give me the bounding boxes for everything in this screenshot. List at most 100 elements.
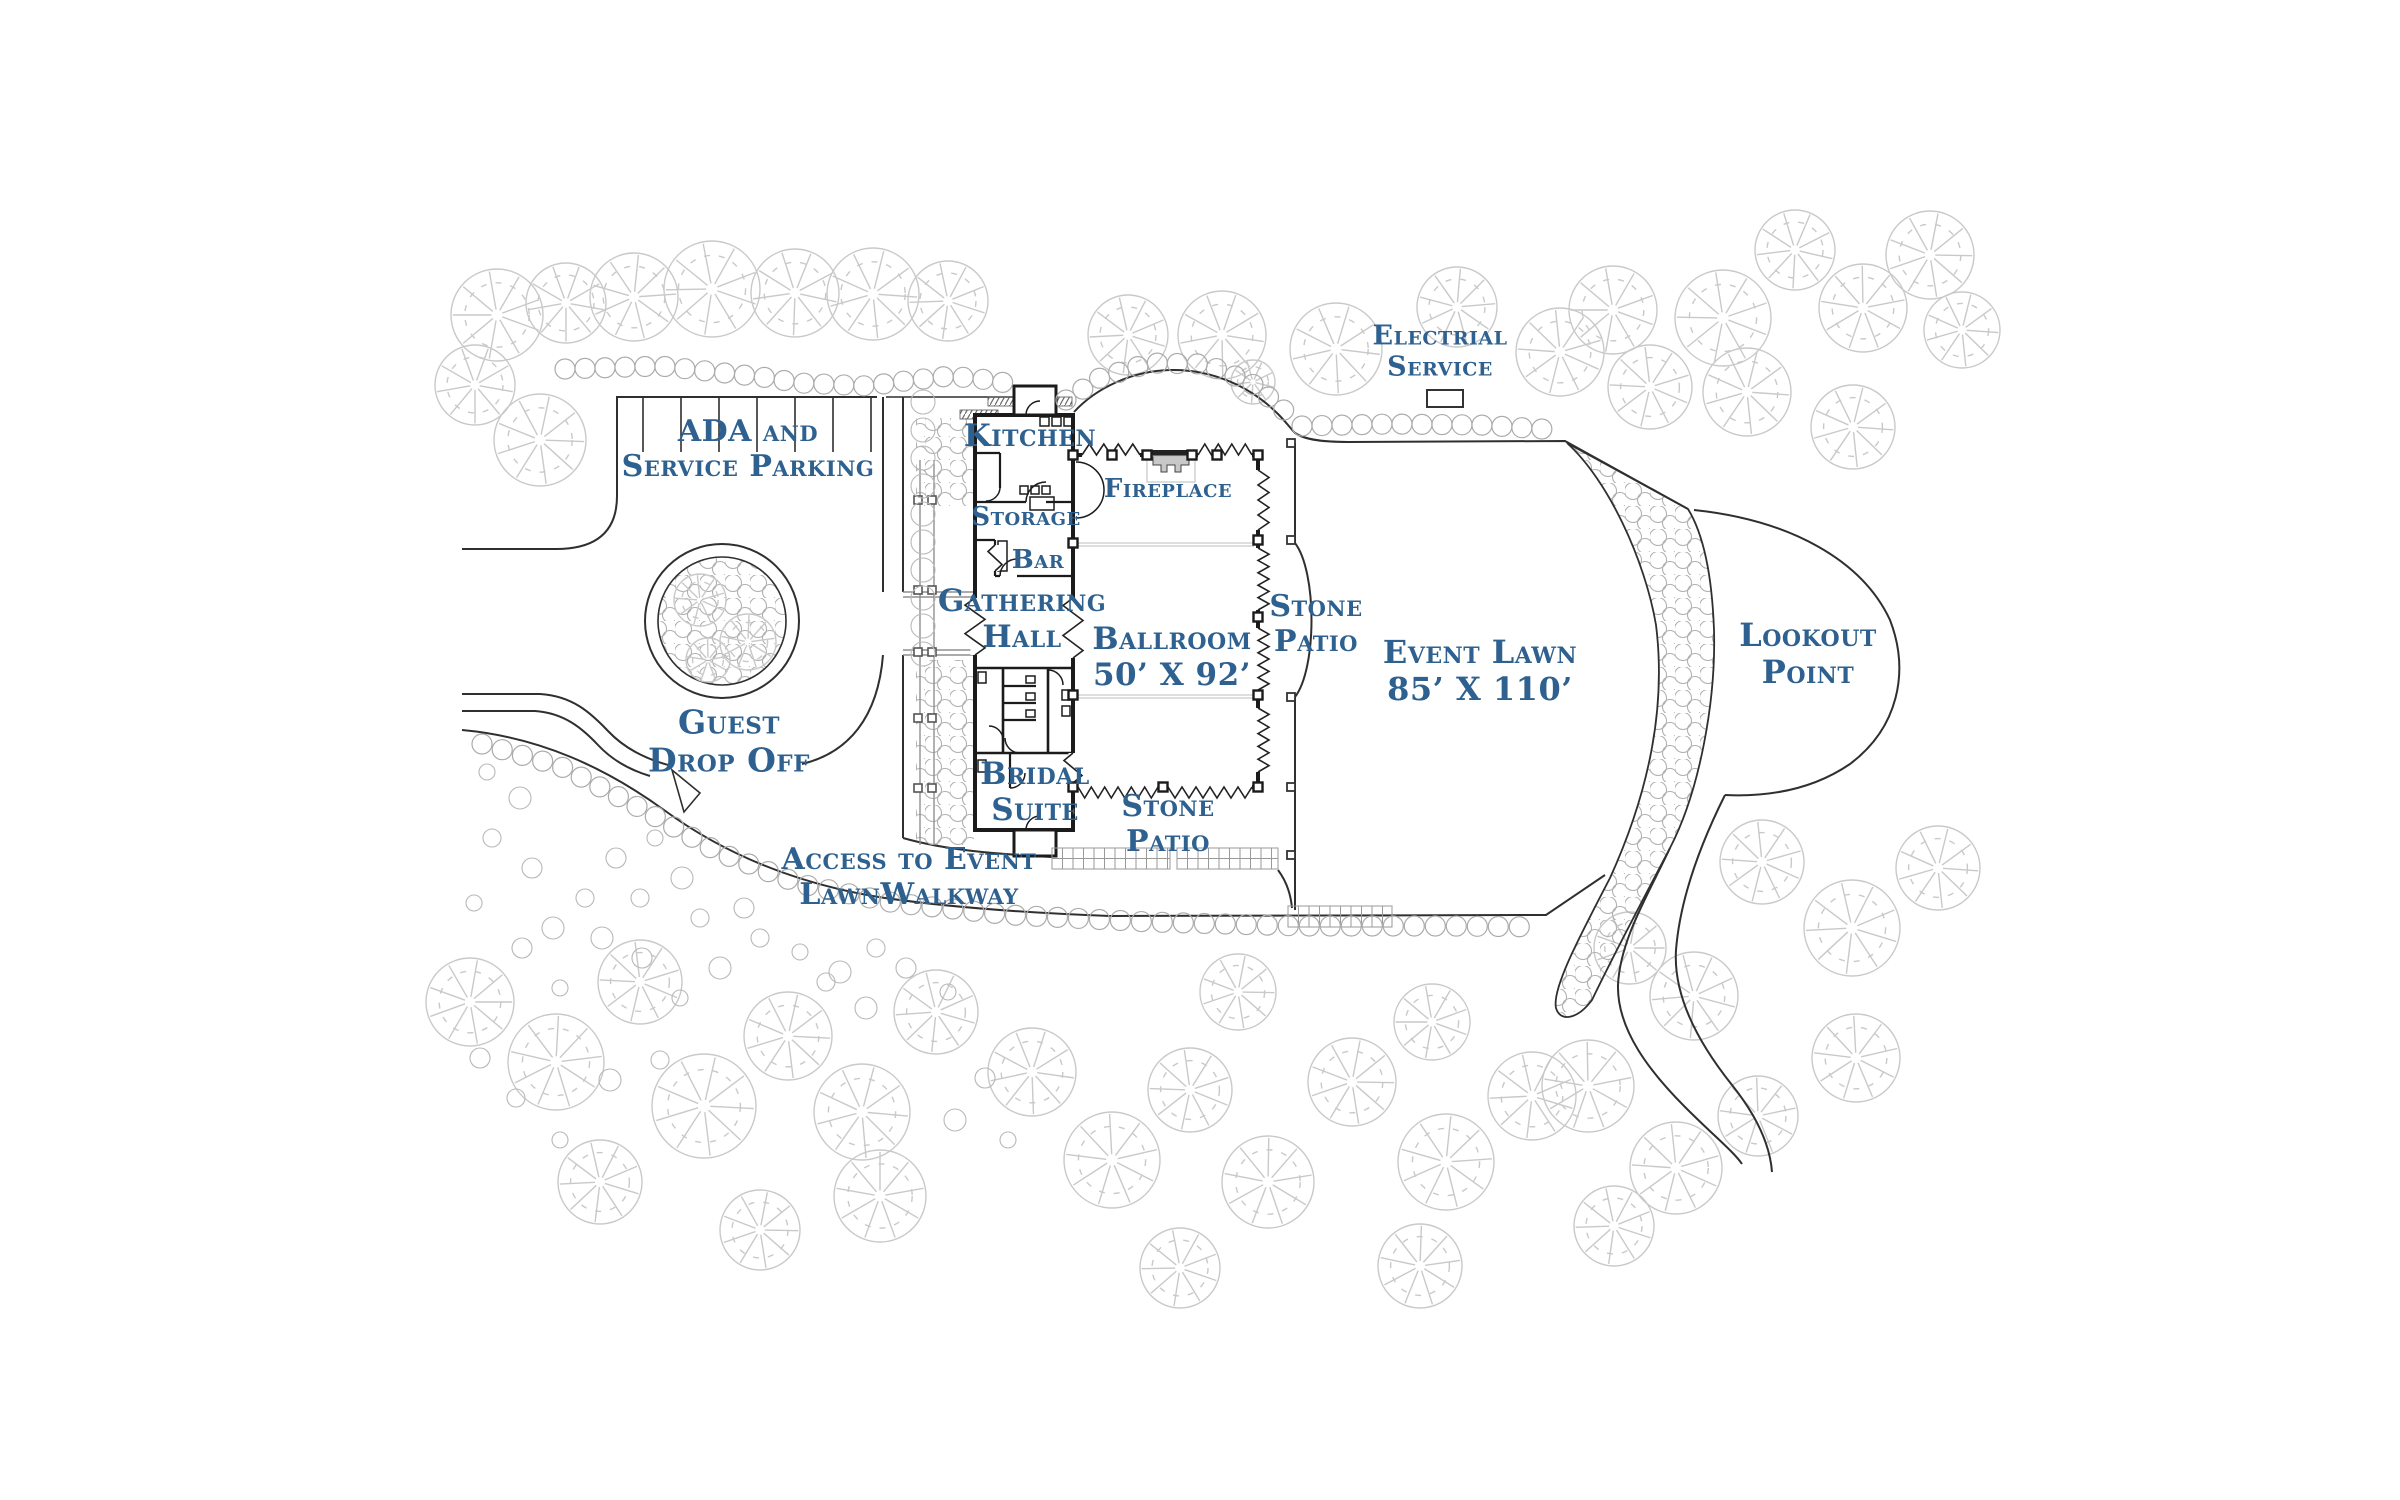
lookout-outline — [1693, 509, 1901, 797]
groundcover — [465, 389, 1017, 1149]
generated-decor — [913, 438, 1393, 928]
label-electrical-service: Electrial Service — [1372, 320, 1508, 383]
tree-icon — [1674, 269, 1772, 367]
parking-stalls — [642, 397, 872, 452]
folding-door-symbol — [1077, 785, 1159, 800]
label-ada-parking: ADA and Service Parking — [621, 414, 875, 484]
label-storage: Storage — [971, 501, 1081, 532]
shrub-layer — [465, 352, 1553, 1149]
folding-door-symbol — [963, 597, 987, 656]
column-post — [1141, 449, 1153, 461]
tree-icon — [1811, 1013, 1901, 1103]
label-stone-patio-east: Stone Patio — [1269, 589, 1363, 659]
tree-icon — [1754, 209, 1836, 291]
lawn-top-edge — [1073, 368, 1689, 510]
folding-door-symbol — [1256, 469, 1271, 531]
tree-icon — [507, 1013, 605, 1111]
tree-icon — [663, 240, 761, 338]
tree-icon — [1895, 825, 1981, 911]
tree-icon — [907, 260, 989, 342]
label-ballroom: Ballroom 50’ X 92’ — [1092, 621, 1252, 693]
tree-icon — [434, 344, 516, 426]
tree-icon — [1393, 983, 1471, 1061]
electrical-service-box — [1426, 389, 1464, 408]
tree-icon — [1230, 359, 1276, 405]
tree-icon — [1147, 1047, 1233, 1133]
tree-icon — [1397, 1113, 1495, 1211]
label-stone-patio-south: Stone Patio — [1121, 789, 1215, 859]
label-guest-drop-off: Guest Drop Off — [648, 702, 810, 780]
tree-icon — [1810, 384, 1896, 470]
shrub-row — [554, 355, 1014, 397]
tree-icon — [651, 1053, 757, 1159]
label-bridal-suite: Bridal Suite — [980, 756, 1090, 828]
details-layer — [1426, 389, 1464, 408]
tree-icon — [1719, 819, 1805, 905]
tree-icon — [893, 969, 979, 1055]
tree-icon — [425, 957, 515, 1047]
tree-icon — [826, 247, 920, 341]
tree-icon — [1885, 210, 1975, 300]
label-gathering-hall: Gathering Hall — [937, 583, 1107, 655]
roads-layer — [461, 396, 1606, 918]
folding-door-symbol — [1256, 627, 1271, 691]
folding-door-symbol — [1197, 442, 1253, 457]
shrub-row — [471, 733, 1530, 938]
folding-door-symbol — [1061, 597, 1085, 659]
tree-icon — [719, 1189, 801, 1271]
column-post — [1186, 449, 1198, 461]
tree-icon — [813, 1063, 911, 1161]
road-island — [670, 767, 702, 814]
tree-icon — [1307, 1037, 1397, 1127]
column-post — [1252, 689, 1264, 701]
label-bar: Bar — [1011, 544, 1065, 575]
shrub-band — [1554, 442, 1716, 1018]
tree-icon — [673, 573, 727, 627]
tree-icon — [493, 393, 587, 487]
tree-icon — [1139, 1227, 1221, 1309]
tree-icon — [987, 1027, 1077, 1117]
shrub-row — [1291, 413, 1553, 440]
south-path — [1616, 847, 1743, 1165]
tree-icon — [1177, 290, 1267, 380]
tree-icon — [450, 268, 544, 362]
tree-icon — [1702, 347, 1792, 437]
folding-door-symbol — [1256, 707, 1271, 773]
tree-icon — [1487, 1051, 1577, 1141]
folding-door-symbol — [1062, 752, 1084, 784]
tree-icon — [1221, 1135, 1315, 1229]
drop-off-island — [644, 543, 800, 699]
column-post — [1067, 781, 1079, 793]
tree-icon — [597, 939, 683, 1025]
paver-strip — [1051, 847, 1171, 870]
tree-icon — [1573, 1185, 1655, 1267]
label-fireplace: Fireplace — [1103, 473, 1233, 504]
folding-door-symbol — [986, 544, 1004, 572]
tree-icon — [1568, 265, 1658, 355]
tree-icon — [1818, 263, 1908, 353]
fireplace-symbol — [1146, 450, 1196, 483]
tree-icon — [1607, 344, 1693, 430]
column-post — [1157, 781, 1169, 793]
tree-icon — [833, 1149, 927, 1243]
tree-icon — [1377, 1223, 1463, 1309]
label-access-walkway: Access to Event LawnWalkway — [781, 842, 1037, 912]
paver-strip — [1176, 847, 1279, 870]
tree-icon — [525, 262, 607, 344]
tree-icon — [1923, 291, 2001, 369]
folding-door-symbol — [1256, 547, 1271, 611]
tree-icon — [750, 248, 840, 338]
column-post — [1252, 534, 1264, 546]
tree-icon — [1515, 307, 1605, 397]
tree-icon — [743, 991, 833, 1081]
tree-icon — [1803, 879, 1901, 977]
shrub-row — [1055, 352, 1295, 421]
column-post — [1067, 689, 1079, 701]
lawn-west-edge — [1294, 443, 1313, 910]
tree-icon — [1289, 302, 1383, 396]
column-post — [1067, 537, 1079, 549]
tree-icon — [1063, 1111, 1161, 1209]
label-kitchen: Kitchen — [963, 418, 1097, 455]
tree-layer — [425, 209, 2001, 1309]
tree-icon — [1199, 953, 1277, 1031]
